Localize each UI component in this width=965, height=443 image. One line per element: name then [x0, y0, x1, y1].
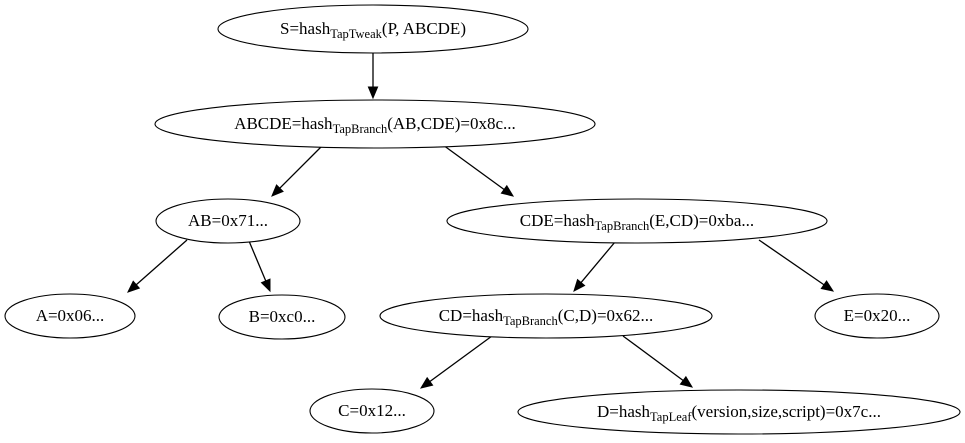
node-d[interactable]: D=hashTapLeaf(version,size,script)=0x7c.…	[517, 389, 961, 435]
node-cde[interactable]: CDE=hashTapBranch(E,CD)=0xba...	[446, 198, 828, 244]
node-ellipse-d[interactable]	[517, 389, 961, 435]
node-ellipse-s[interactable]	[217, 4, 529, 54]
node-ab[interactable]: AB=0x71...	[155, 198, 301, 244]
node-ellipse-b[interactable]	[218, 294, 346, 340]
node-label-b: B=0xc0...	[249, 307, 316, 326]
edge-ab-to-a	[127, 239, 188, 293]
edge-s-to-abcde	[367, 53, 379, 100]
node-label-d: D=hashTapLeaf(version,size,script)=0x7c.…	[597, 402, 881, 424]
node-ellipse-ab[interactable]	[155, 198, 301, 244]
edge-cd-to-d	[622, 335, 694, 388]
node-label-cd: CD=hashTapBranch(C,D)=0x62...	[439, 306, 654, 328]
node-label-e: E=0x20...	[844, 306, 911, 325]
node-ellipse-e[interactable]	[814, 293, 940, 339]
node-label-abcde: ABCDE=hashTapBranch(AB,CDE)=0x8c...	[234, 114, 516, 136]
node-ellipse-cde[interactable]	[446, 198, 828, 244]
edge-cde-to-cd	[573, 241, 616, 292]
node-s[interactable]: S=hashTapTweak(P, ABCDE)	[217, 4, 529, 54]
node-ellipse-cd[interactable]	[379, 293, 713, 339]
node-ellipse-c[interactable]	[309, 388, 435, 434]
nodes-layer: S=hashTapTweak(P, ABCDE) ABCDE=hashTapBra…	[4, 4, 961, 435]
node-label-cde: CDE=hashTapBranch(E,CD)=0xba...	[520, 211, 754, 233]
edges-layer	[127, 53, 835, 389]
node-b[interactable]: B=0xc0...	[218, 294, 346, 340]
node-label-c: C=0x12...	[338, 401, 406, 420]
edge-ab-to-b	[248, 240, 271, 293]
edge-abcde-to-ab	[271, 144, 324, 197]
node-label-ab: AB=0x71...	[188, 211, 268, 230]
node-cd[interactable]: CD=hashTapBranch(C,D)=0x62...	[379, 293, 713, 339]
node-label-a: A=0x06...	[36, 306, 105, 325]
edge-cde-to-e	[758, 239, 835, 292]
node-c[interactable]: C=0x12...	[309, 388, 435, 434]
node-e[interactable]: E=0x20...	[814, 293, 940, 339]
node-a[interactable]: A=0x06...	[4, 293, 136, 339]
node-ellipse-abcde[interactable]	[154, 99, 596, 149]
node-abcde[interactable]: ABCDE=hashTapBranch(AB,CDE)=0x8c...	[154, 99, 596, 149]
edge-cd-to-c	[419, 335, 493, 389]
edge-abcde-to-cde	[442, 144, 515, 197]
node-label-s: S=hashTapTweak(P, ABCDE)	[280, 19, 466, 41]
node-ellipse-a[interactable]	[4, 293, 136, 339]
